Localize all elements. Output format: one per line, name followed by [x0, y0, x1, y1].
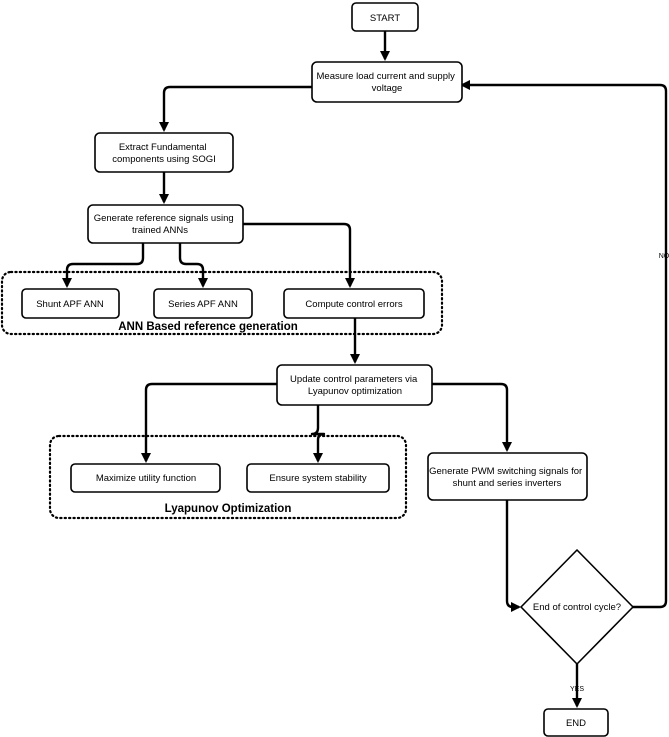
node-end-label: END [566, 718, 586, 729]
node-stability-label: Ensure system stability [269, 473, 366, 484]
edge-update-params-to-pwm [432, 382, 513, 453]
node-update-params-label: Update control parameters via Lyapunov o… [290, 374, 420, 397]
node-generate-ref: Generate reference signals using trained… [87, 204, 244, 244]
node-generate-ref-label: Generate reference signals using trained… [94, 213, 237, 236]
ann-group-label: ANN Based reference generation [118, 321, 298, 333]
edge-update-params-to-stability [310, 405, 326, 464]
edge-label-no: NO [659, 253, 669, 260]
node-maximize-label: Maximize utility function [96, 473, 196, 484]
lyapunov-group-box [48, 434, 408, 520]
node-measure-label: Measure load current and supply voltage [317, 71, 458, 94]
edge-label-yes: YES [570, 686, 584, 693]
node-shunt-ann-label: Shunt APF ANN [36, 299, 104, 310]
node-decision-label: End of control cycle? [533, 602, 621, 613]
node-pwm-label: Generate PWM switching signals for shunt… [429, 466, 585, 489]
edge-generate-ref-to-series-ann [178, 243, 209, 289]
edge-measure-to-extract [158, 85, 312, 133]
node-series-ann-label: Series APF ANN [168, 299, 238, 310]
node-series-ann: Series APF ANN [153, 288, 253, 319]
edge-generate-ref-to-shunt-ann [61, 243, 145, 289]
edge-generate-ref-to-compute-errors [243, 222, 356, 289]
node-extract: Extract Fundamental components using SOG… [94, 132, 234, 173]
node-start-label: START [370, 13, 400, 24]
node-start: START [351, 2, 419, 32]
node-shunt-ann: Shunt APF ANN [21, 288, 120, 319]
node-end: END [543, 708, 609, 737]
node-pwm: Generate PWM switching signals for shunt… [427, 452, 588, 501]
ann-group-box [0, 270, 444, 336]
node-compute-errors: Compute control errors [283, 288, 425, 319]
node-extract-label: Extract Fundamental components using SOG… [112, 142, 216, 165]
node-maximize: Maximize utility function [70, 463, 221, 493]
lyapunov-group-label: Lyapunov Optimization [165, 503, 292, 515]
node-stability: Ensure system stability [246, 463, 390, 493]
node-update-params: Update control parameters via Lyapunov o… [276, 364, 433, 406]
edge-decision-no-to-measure [459, 79, 668, 609]
node-measure: Measure load current and supply voltage [311, 61, 463, 103]
edge-pwm-to-decision [505, 500, 522, 613]
edge-update-params-to-maximize [140, 382, 277, 464]
node-compute-errors-label: Compute control errors [305, 299, 402, 310]
node-decision: End of control cycle? [520, 549, 634, 665]
